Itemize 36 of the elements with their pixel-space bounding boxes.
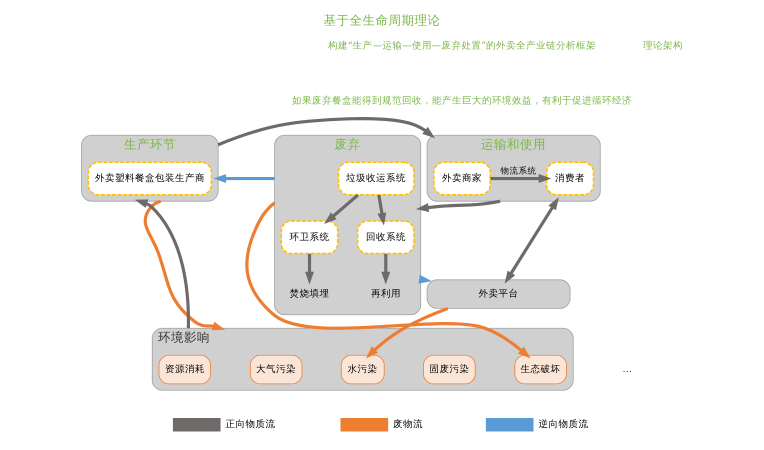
label: 如果废弃餐盒能得到规范回收，能产生巨大的环境效益，有利于促进循环经济 (292, 96, 632, 107)
node-box: 大气污染 (250, 354, 302, 384)
label: 理论架构 (643, 40, 684, 52)
arrow (504, 197, 559, 284)
node-box: 固废污染 (423, 354, 476, 384)
node-text: 焚烧填埋 (290, 288, 330, 300)
label: … (622, 364, 632, 376)
legend-label: 正向物质流 (225, 419, 276, 430)
node-box: 水污染 (340, 354, 385, 384)
arrow (213, 174, 275, 183)
arrow (305, 254, 314, 284)
node-box: 环卫系统 (280, 220, 338, 254)
diagram-title: 基于全生命周期理论 (324, 12, 440, 28)
arrow (381, 254, 390, 284)
edge-label: 物流系统 (500, 166, 536, 177)
node-box: 回收系统 (356, 220, 415, 254)
node-box: 消费者 (546, 161, 594, 196)
arrow (366, 306, 448, 358)
node-text: 再利用 (370, 288, 401, 300)
arrow (245, 202, 531, 358)
arrow (144, 200, 226, 330)
arrow (218, 117, 436, 146)
arrow (134, 199, 190, 328)
arrow (490, 174, 552, 183)
node-box: 外卖塑料餐盒包装生产商 (88, 161, 212, 196)
arrow (416, 200, 500, 212)
legend-label: 废物流 (392, 419, 423, 430)
node-box: 垃圾收运系统 (338, 161, 415, 196)
arrow (324, 194, 360, 224)
label: 构建“生产—运输—使用—废弃处置”的外卖全产业链分析框架 (328, 40, 596, 52)
arrow (377, 194, 386, 226)
node-box: 外卖商家 (433, 161, 492, 196)
node-box: 生态破坏 (514, 354, 567, 384)
legend-label: 逆向物质流 (538, 419, 588, 430)
node-box: 资源消耗 (158, 354, 212, 384)
node-box: 外卖平台 (426, 279, 570, 309)
